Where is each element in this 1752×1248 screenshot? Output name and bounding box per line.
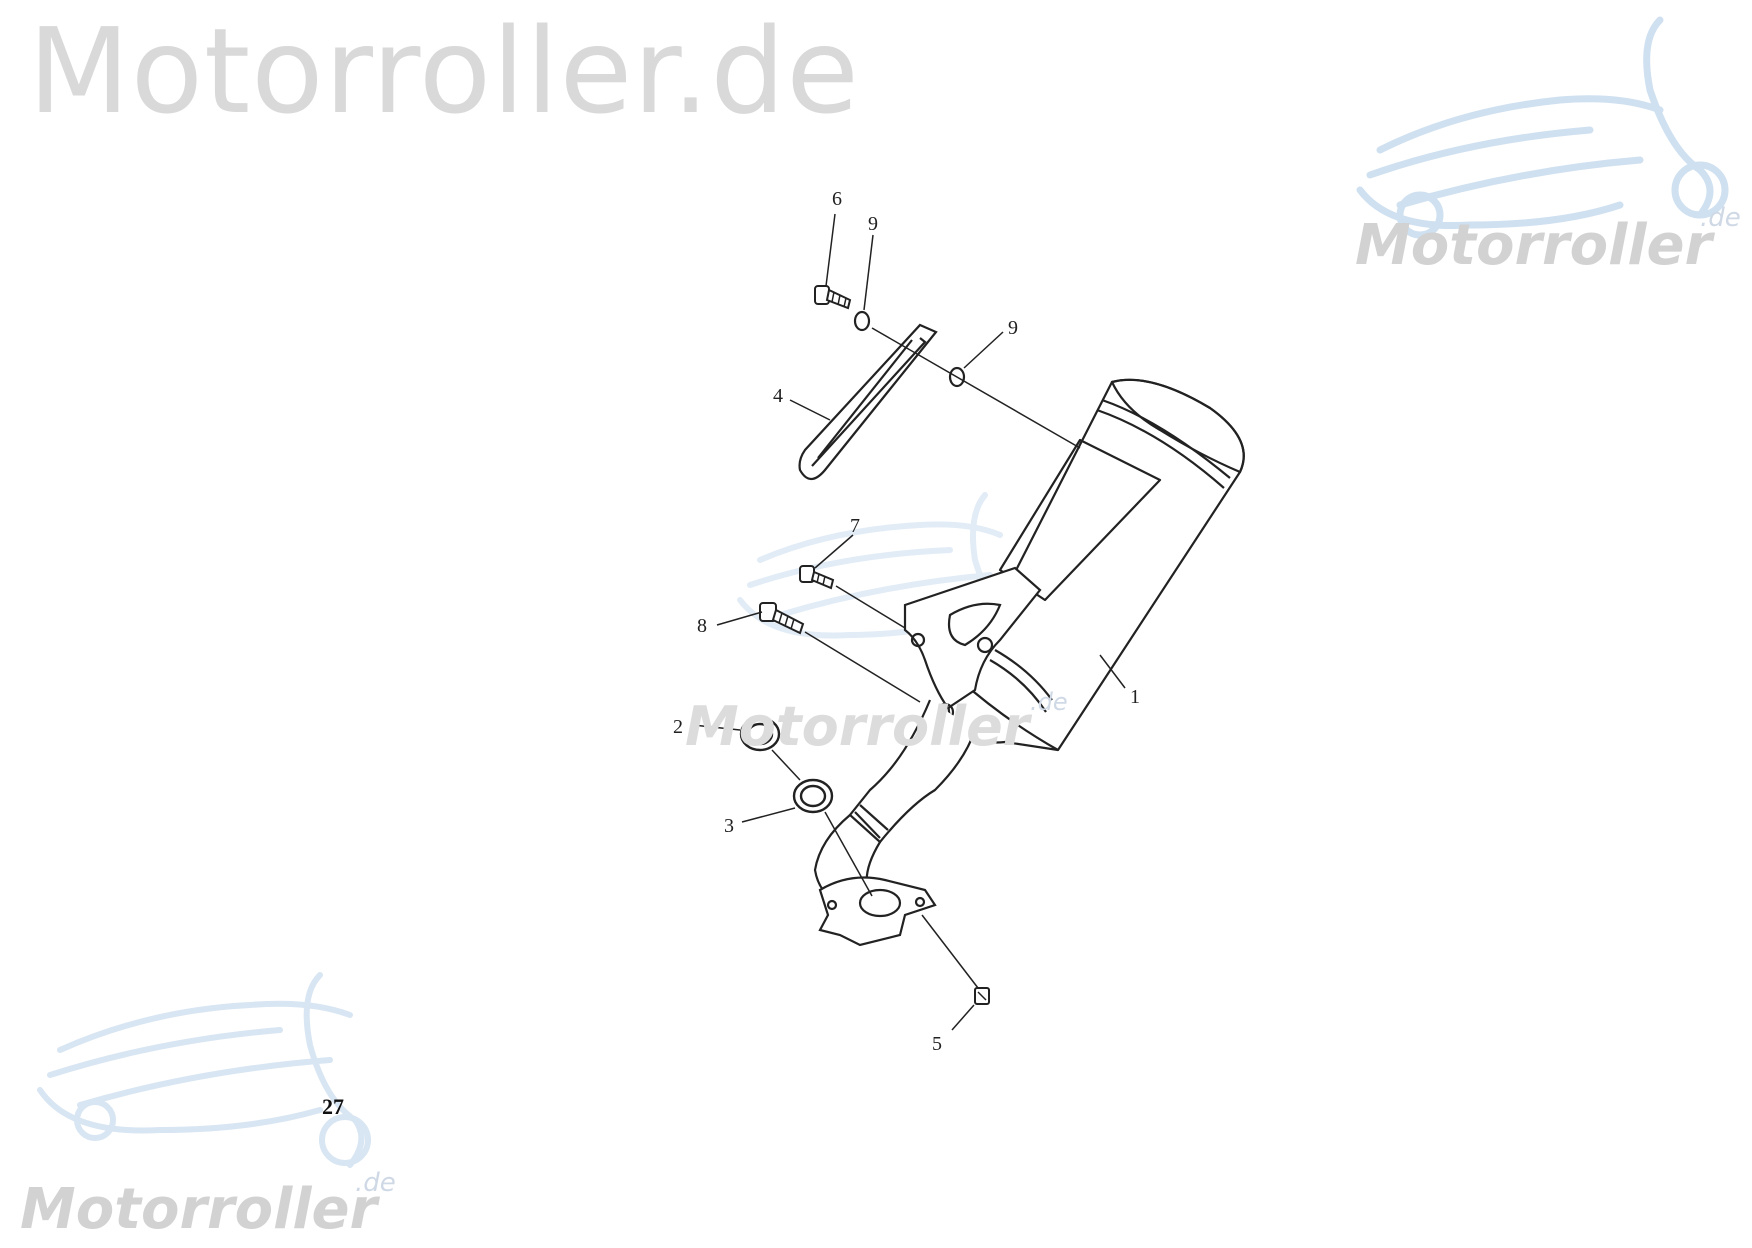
- callout-label: 9: [868, 213, 878, 235]
- watermark-logo-suffix: .de: [355, 1168, 396, 1198]
- watermark-logo-text: Motorroller: [685, 695, 1030, 758]
- washer-9b: [948, 366, 966, 388]
- callout-label: 9: [1008, 317, 1018, 339]
- washer-9a: [853, 310, 871, 332]
- scooter-logo-icon: [1356, 16, 1729, 239]
- watermark-logo-suffix: .de: [1700, 203, 1741, 233]
- callout-8: 8: [697, 611, 763, 637]
- gasket-2: [739, 716, 781, 752]
- watermark-logo-text: Motorroller: [20, 1177, 378, 1242]
- callout-6: 6: [825, 188, 842, 287]
- gasket-3: [792, 778, 834, 814]
- callout-7: 7: [814, 515, 860, 569]
- callout-label: 7: [850, 515, 860, 537]
- callout-label: 6: [832, 188, 842, 210]
- nut-5: [974, 987, 990, 1005]
- callout-label: 3: [724, 815, 734, 837]
- watermark-logo-suffix: .de: [1030, 688, 1068, 716]
- callout-5: 5: [932, 1004, 975, 1055]
- callout-1: 1: [1099, 654, 1140, 708]
- callout-4: 4: [773, 385, 831, 421]
- scooter-logo-icon: [37, 972, 371, 1168]
- callout-label: 5: [932, 1033, 942, 1055]
- assembly-guide-lines: [771, 327, 1081, 989]
- callout-9a: 9: [863, 213, 878, 311]
- watermark-header-text: Motorroller.de: [28, 2, 860, 140]
- callout-9b: 9: [963, 317, 1018, 369]
- callout-label: 4: [773, 385, 783, 407]
- callout-3: 3: [724, 807, 796, 837]
- bolt-8: [759, 602, 805, 635]
- support-strap: [798, 323, 938, 481]
- muffler-bracket: [903, 566, 1042, 722]
- callout-label: 2: [673, 716, 683, 738]
- bolt-7: [799, 565, 835, 590]
- callout-label: 1: [1130, 686, 1140, 708]
- callout-2: 2: [673, 716, 741, 738]
- callout-label: 8: [697, 615, 707, 637]
- watermark-logo-text: Motorroller: [1355, 213, 1713, 278]
- page-number: 27: [322, 1094, 344, 1119]
- exhaust-flange: [818, 876, 937, 947]
- bolt-6: [814, 285, 852, 310]
